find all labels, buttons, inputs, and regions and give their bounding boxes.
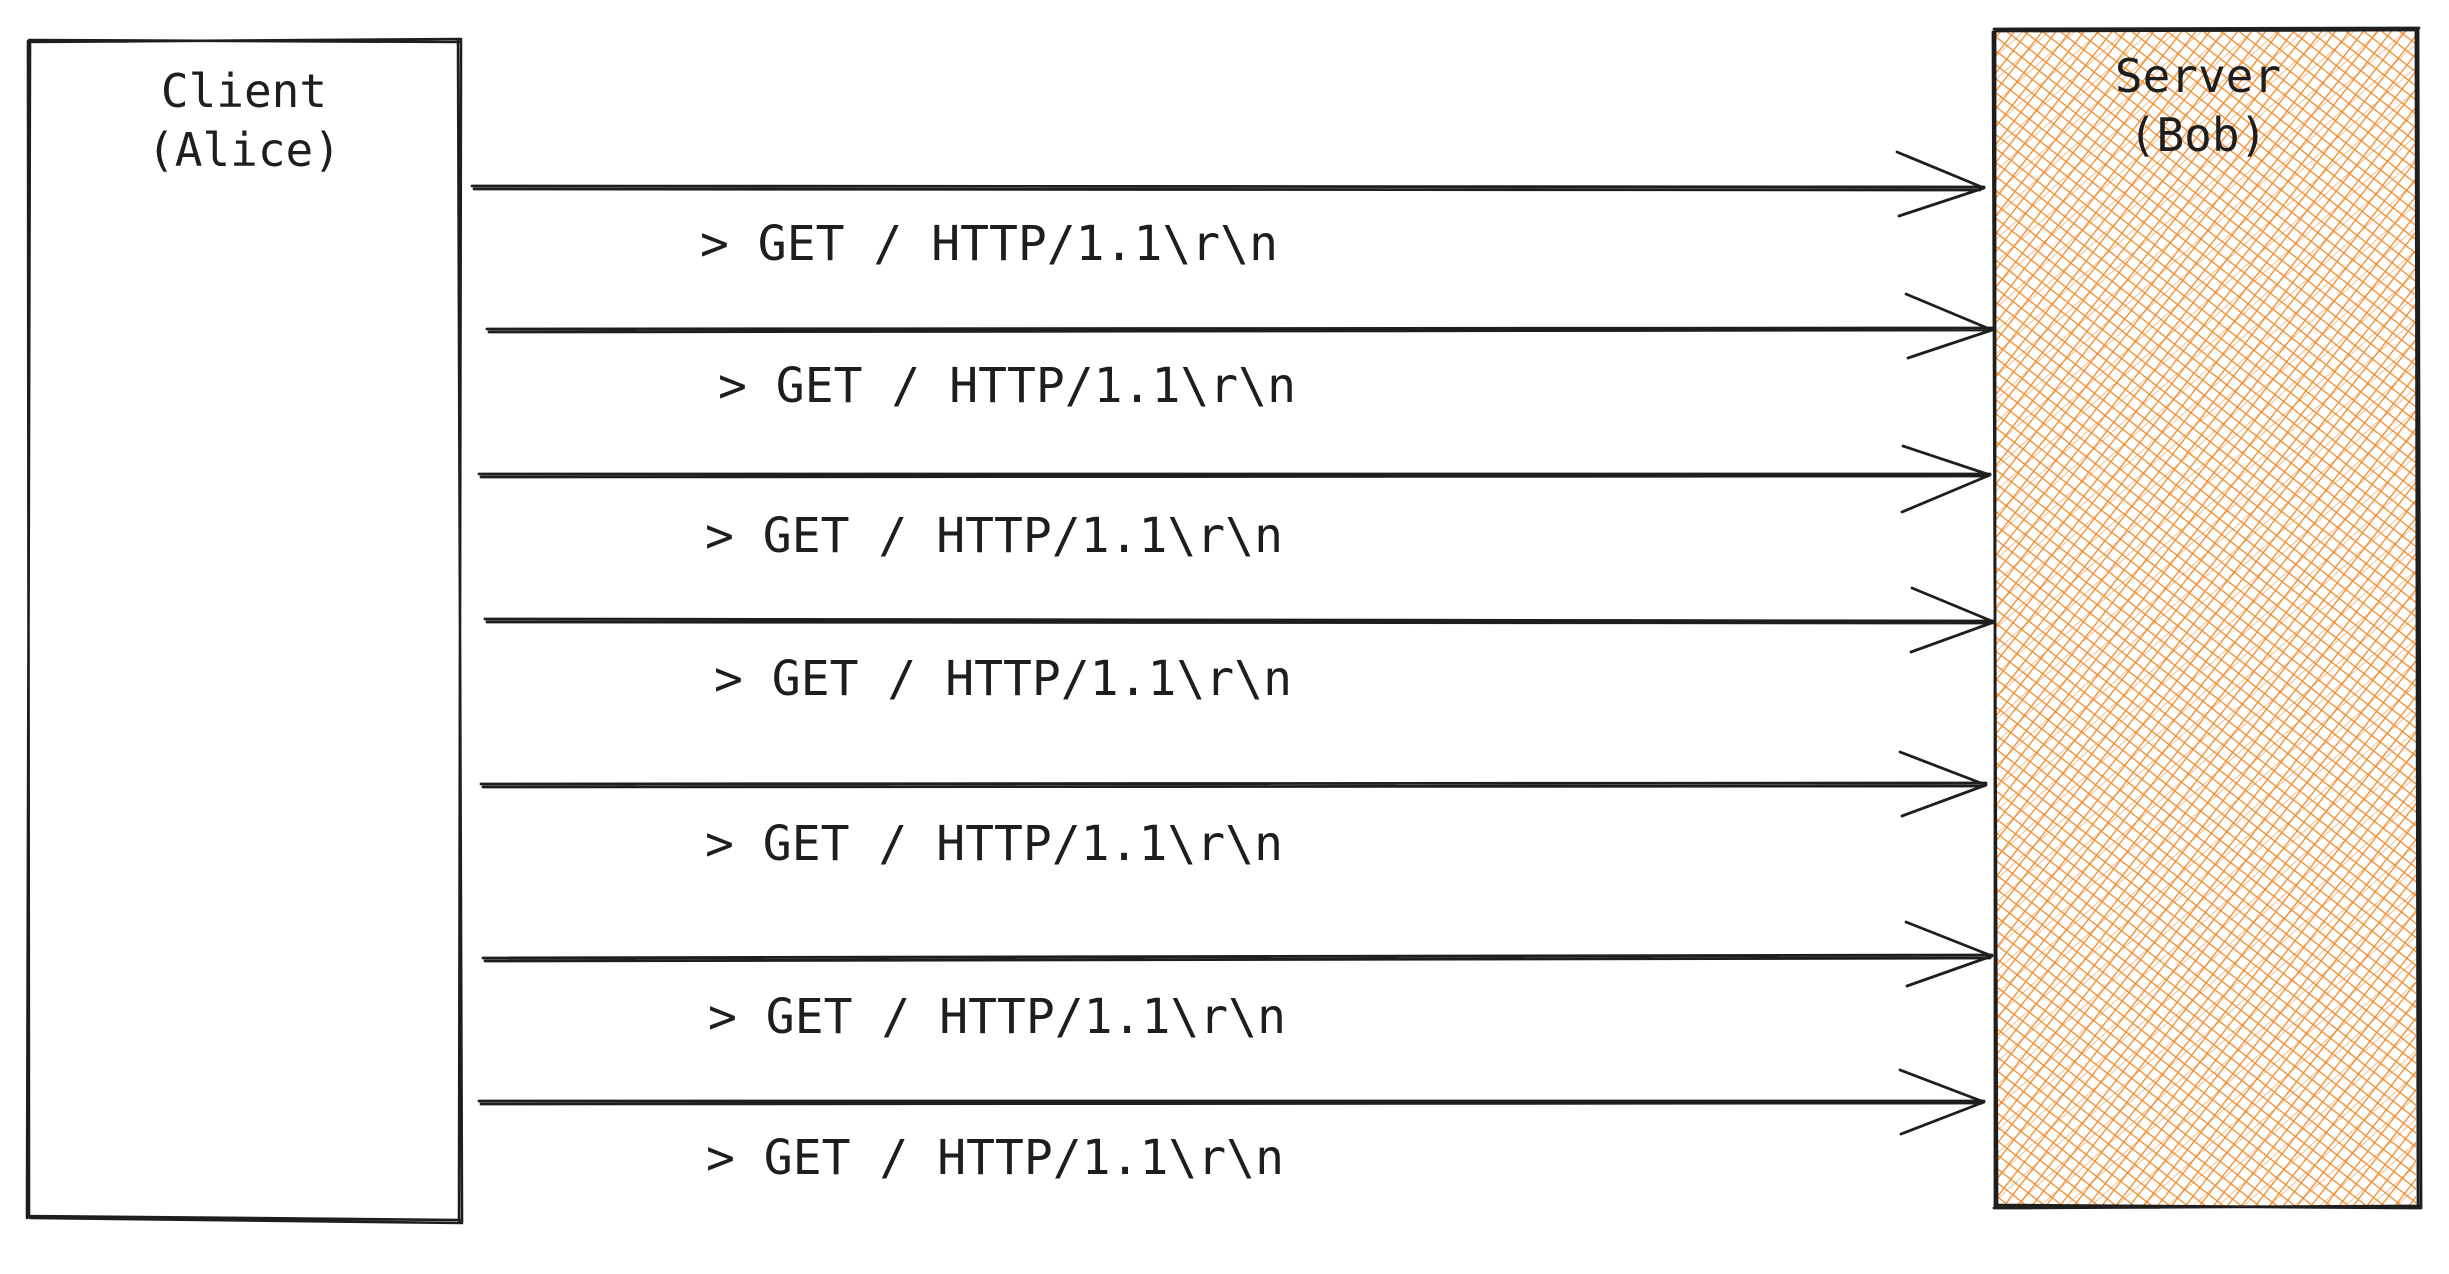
- message-arrow-2: > GET / HTTP/1.1\r\n: [485, 292, 1994, 414]
- message-arrows: > GET / HTTP/1.1\r\n > GET / HTTP/1.1\r\…: [470, 150, 1996, 1186]
- message-arrow-5: > GET / HTTP/1.1\r\n: [479, 750, 1988, 872]
- message-label-1: > GET / HTTP/1.1\r\n: [700, 216, 1278, 272]
- client-subtitle: (Alice): [147, 123, 341, 177]
- message-arrow-1: > GET / HTTP/1.1\r\n: [470, 150, 1986, 272]
- server-box: Server (Bob): [1991, 26, 2423, 1210]
- message-label-5: > GET / HTTP/1.1\r\n: [705, 816, 1283, 872]
- message-arrow-3: > GET / HTTP/1.1\r\n: [477, 444, 1992, 564]
- server-subtitle: (Bob): [2129, 108, 2267, 162]
- server-title: Server: [2115, 49, 2281, 103]
- message-arrow-4: > GET / HTTP/1.1\r\n: [483, 586, 1996, 707]
- message-arrow-7: > GET / HTTP/1.1\r\n: [477, 1068, 1986, 1186]
- message-label-2: > GET / HTTP/1.1\r\n: [718, 358, 1296, 414]
- message-label-4: > GET / HTTP/1.1\r\n: [714, 651, 1292, 707]
- message-label-3: > GET / HTTP/1.1\r\n: [705, 508, 1283, 564]
- client-box: Client (Alice): [25, 37, 464, 1225]
- message-arrow-6: > GET / HTTP/1.1\r\n: [481, 920, 1994, 1045]
- message-label-6: > GET / HTTP/1.1\r\n: [708, 989, 1286, 1045]
- message-label-7: > GET / HTTP/1.1\r\n: [706, 1130, 1284, 1186]
- client-title: Client: [161, 64, 327, 118]
